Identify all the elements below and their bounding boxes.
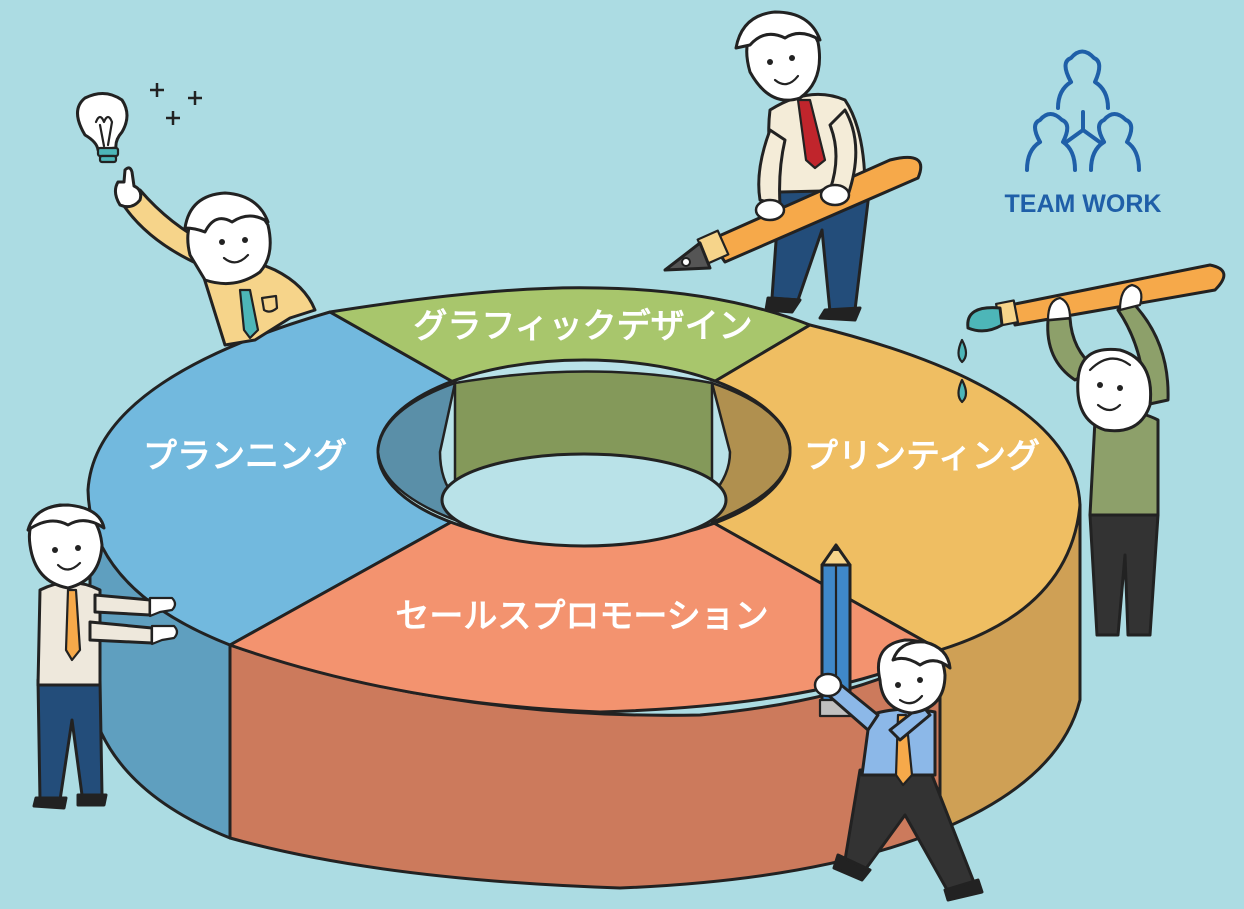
ring-top-segments (86, 286, 1082, 714)
team-work-text: TEAM WORK (1005, 190, 1162, 218)
planning-label: プランニング (143, 437, 347, 477)
team-people-icon (1025, 49, 1141, 172)
person-with-pencil (813, 543, 984, 902)
paintbrush-icon (966, 263, 1226, 333)
sales-promotion-label: セールスプロモーション (395, 597, 768, 637)
person-with-paintbrush (957, 263, 1226, 637)
pointing-hands (148, 596, 179, 646)
person-with-lightbulb (76, 83, 317, 347)
person-pointing (26, 503, 179, 810)
printing-label: プリンティング (804, 437, 1040, 477)
ring-inner-hole (376, 358, 792, 548)
segment-labels: プランニング グラフィックデザイン プリンティング セールスプロモーション (143, 307, 1040, 637)
water-drops (957, 338, 968, 404)
graphic-design-label: グラフィックデザイン (413, 307, 752, 347)
person-with-fountain-pen (663, 10, 923, 322)
team-work-logo: TEAM WORK (1005, 49, 1162, 218)
lightbulb-icon (76, 92, 129, 164)
sparkle-icon (150, 83, 202, 125)
planning-inner-wall (376, 381, 457, 522)
printing-inner-wall (710, 381, 792, 524)
hole-floor (440, 452, 728, 548)
fountain-pen-icon (663, 155, 923, 272)
